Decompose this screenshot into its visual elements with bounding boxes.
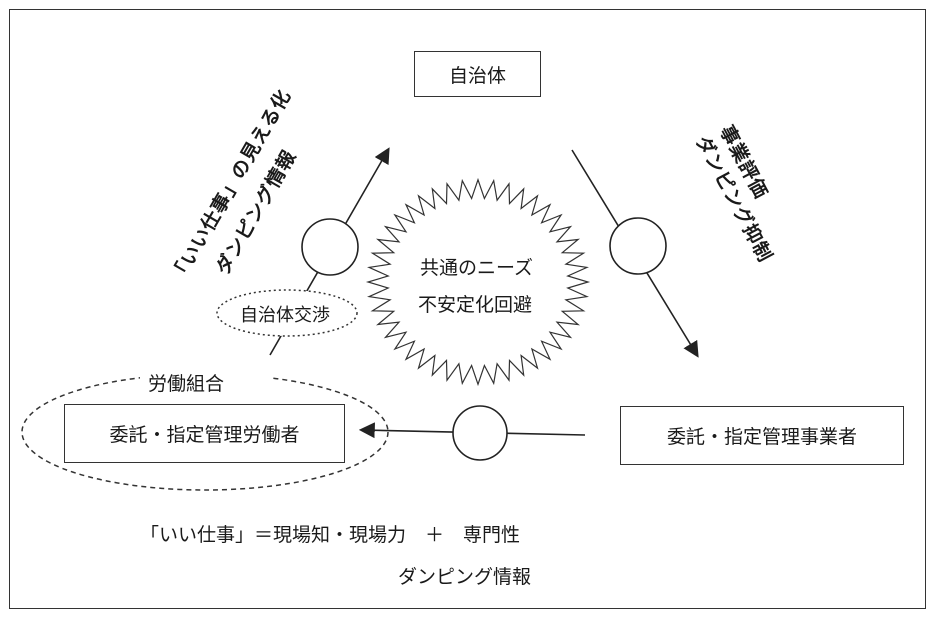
worker-label: 委託・指定管理労働者 [109, 424, 300, 446]
negotiation-ellipse [216, 289, 358, 337]
center-line1: 共通のニーズ [420, 257, 534, 279]
common-needs-starburst [365, 177, 591, 387]
union-label: 労働組合 [148, 373, 225, 395]
bottom-arrow-circle [452, 405, 508, 461]
contractor-label: 委託・指定管理事業者 [666, 426, 857, 448]
diagram-frame [9, 9, 926, 609]
union-label-backdrop [140, 368, 270, 394]
right-arrow-circle [609, 217, 667, 275]
contractor-box: 委託・指定管理事業者 [620, 406, 904, 465]
negotiation-label: 自治体交渉 [240, 305, 330, 326]
municipality-box: 自治体 [414, 51, 541, 97]
bottom-line1: 「いい仕事」＝現場知・現場力 ＋ 専門性 [140, 524, 521, 546]
municipality-label: 自治体 [448, 64, 506, 87]
worker-box: 委託・指定管理労働者 [64, 404, 345, 463]
left-arrow-circle [301, 218, 359, 276]
center-line2: 不安定化回避 [418, 294, 533, 316]
bottom-line2: ダンピング情報 [398, 566, 532, 588]
